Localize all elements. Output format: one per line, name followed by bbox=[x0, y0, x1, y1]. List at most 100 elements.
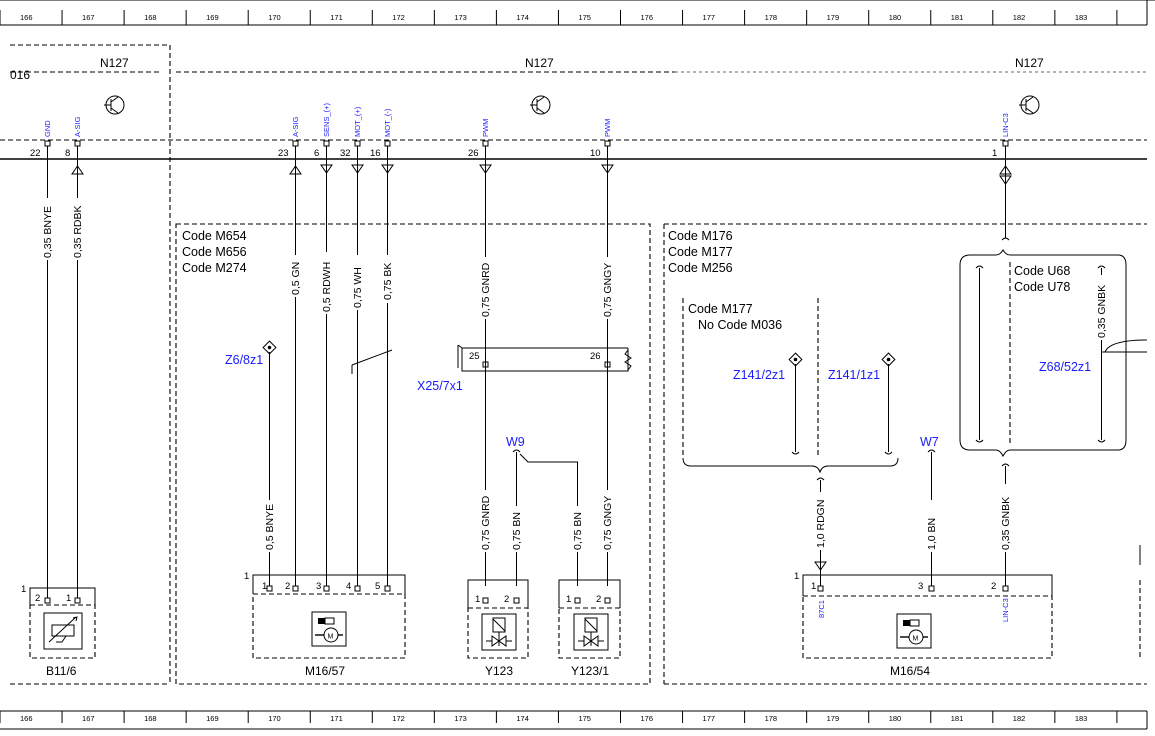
svg-text:0,75 BN: 0,75 BN bbox=[511, 512, 523, 550]
svg-text:LIN-C3: LIN-C3 bbox=[1001, 598, 1010, 622]
wire-gngy-lower: 0,75 GNGY bbox=[600, 490, 614, 552]
top-ruler-col-label: 174 bbox=[516, 13, 529, 22]
wire-bk: 0,75 BK bbox=[380, 146, 394, 586]
code-block-4: Code U68 Code U78 bbox=[959, 249, 1127, 458]
svg-text:0,35 RDBK: 0,35 RDBK bbox=[72, 205, 84, 258]
pin-26: 26 PWM bbox=[468, 119, 490, 159]
wire-z141-1 bbox=[881, 352, 896, 455]
wire-gngy-upper: 0,75 GNGY bbox=[600, 146, 614, 586]
top-ruler-col-label: 180 bbox=[889, 13, 902, 22]
bottom-ruler-col-label: 170 bbox=[268, 714, 281, 723]
top-ruler-col-label: 179 bbox=[827, 13, 840, 22]
svg-text:26: 26 bbox=[590, 351, 601, 362]
bottom-ruler-col-label: 176 bbox=[641, 714, 654, 723]
svg-text:Code M177: Code M177 bbox=[688, 302, 753, 316]
svg-text:M16/57: M16/57 bbox=[305, 664, 345, 678]
top-ruler-col-label: 170 bbox=[268, 13, 281, 22]
svg-text:M: M bbox=[328, 634, 334, 641]
pin-22: 22 GND bbox=[30, 120, 52, 159]
svg-text:0,75 GNGY: 0,75 GNGY bbox=[602, 263, 614, 317]
svg-text:25: 25 bbox=[469, 351, 480, 362]
svg-text:Code M256: Code M256 bbox=[668, 261, 733, 275]
svg-text:0,35 BNYE: 0,35 BNYE bbox=[42, 206, 54, 258]
svg-text:0,35 GNBK: 0,35 GNBK bbox=[1000, 497, 1012, 550]
svg-text:2: 2 bbox=[504, 594, 509, 605]
code-block-3: Code M177 No Code M036 bbox=[682, 298, 899, 474]
wire-inner-block4 bbox=[975, 265, 984, 443]
svg-text:0,35 GNBK: 0,35 GNBK bbox=[1096, 285, 1108, 338]
top-ruler-col-label: 171 bbox=[330, 13, 343, 22]
wire-gnrd-upper: 0,75 GNRD bbox=[478, 146, 492, 586]
ref-z68-52z1: Z68/52z1 bbox=[1039, 360, 1091, 374]
svg-text:2: 2 bbox=[596, 594, 601, 605]
bottom-ruler-col-label: 167 bbox=[82, 714, 95, 723]
top-ruler-col-label: 181 bbox=[951, 13, 964, 22]
svg-text:0,5 GN: 0,5 GN bbox=[290, 262, 302, 295]
top-ruler-col-label: 173 bbox=[454, 13, 467, 22]
pin-23: 23 A-SIG bbox=[278, 116, 300, 159]
svg-text:SENS_(+): SENS_(+) bbox=[322, 103, 331, 137]
svg-text:0,75 BK: 0,75 BK bbox=[382, 263, 394, 300]
motor-icon: M bbox=[896, 613, 932, 649]
svg-text:M16/54: M16/54 bbox=[890, 664, 930, 678]
svg-text:0,75 WH: 0,75 WH bbox=[352, 267, 364, 308]
svg-text:1: 1 bbox=[566, 594, 571, 605]
wire-wh: 0,75 WH bbox=[350, 146, 364, 586]
wire-gn: 0,5 GN bbox=[288, 146, 302, 586]
svg-text:0,5 RDWH: 0,5 RDWH bbox=[321, 262, 333, 312]
component-b11-6: 1 2 1 B11/6 bbox=[21, 584, 96, 678]
svg-text:M: M bbox=[913, 636, 919, 643]
svg-text:0,5 BNYE: 0,5 BNYE bbox=[264, 504, 276, 550]
component-m16-57: 1 1 2 3 4 5 M M16/57 bbox=[244, 571, 406, 678]
top-ruler-col-label: 176 bbox=[641, 13, 654, 22]
svg-text:23: 23 bbox=[278, 148, 289, 159]
wire-gnbk-z68: 0,35 GNBK bbox=[1094, 265, 1148, 443]
svg-text:1: 1 bbox=[794, 571, 799, 582]
wire-bn-y123: 0,75 BN bbox=[509, 449, 523, 586]
svg-text:22: 22 bbox=[30, 148, 41, 159]
bottom-ruler-col-label: 168 bbox=[144, 714, 157, 723]
bottom-ruler-col-label: 175 bbox=[578, 714, 591, 723]
svg-text:2: 2 bbox=[285, 581, 290, 592]
svg-text:3: 3 bbox=[918, 581, 923, 592]
svg-text:B11/6: B11/6 bbox=[46, 664, 77, 678]
svg-text:Code M656: Code M656 bbox=[182, 245, 247, 259]
left-ref-label: 016 bbox=[10, 68, 30, 82]
top-ruler-col-label: 182 bbox=[1013, 13, 1026, 22]
wire-gnrd-lower: 0,75 GNRD bbox=[478, 490, 492, 552]
svg-text:Y123: Y123 bbox=[485, 664, 513, 678]
svg-text:1: 1 bbox=[21, 584, 26, 595]
svg-text:2: 2 bbox=[991, 581, 996, 592]
svg-text:10: 10 bbox=[590, 148, 601, 159]
wire-bn-y1231: 0,75 BN bbox=[519, 453, 584, 586]
wire-gnbk-upper bbox=[999, 146, 1012, 241]
svg-text:0,75 GNRD: 0,75 GNRD bbox=[480, 495, 492, 550]
svg-text:5: 5 bbox=[375, 581, 380, 592]
svg-text:PWM: PWM bbox=[603, 119, 612, 137]
code-block-1: Code M654 Code M656 Code M274 bbox=[175, 223, 651, 685]
top-ruler-col-label: 172 bbox=[392, 13, 405, 22]
svg-text:2: 2 bbox=[35, 593, 40, 604]
motor-icon: M bbox=[311, 611, 347, 647]
wire-bnye-m1657: 0,5 BNYE bbox=[262, 340, 277, 586]
top-ruler-col-label: 178 bbox=[765, 13, 778, 22]
svg-text:Code M177: Code M177 bbox=[668, 245, 733, 259]
pin-8: 8 A-SIG bbox=[65, 116, 82, 159]
component-y123: 1 2 Y123 bbox=[467, 579, 529, 678]
top-ruler-col-label: 177 bbox=[703, 13, 716, 22]
svg-text:A-SIG: A-SIG bbox=[291, 116, 300, 137]
svg-text:MOT_(-): MOT_(-) bbox=[383, 108, 392, 137]
top-ruler-col-label: 168 bbox=[144, 13, 157, 22]
bottom-ruler-col-label: 183 bbox=[1075, 714, 1088, 723]
svg-text:32: 32 bbox=[340, 148, 351, 159]
svg-text:0,75 GNGY: 0,75 GNGY bbox=[602, 496, 614, 550]
bottom-ruler-col-label: 166 bbox=[20, 714, 33, 723]
transistor-icon bbox=[104, 95, 125, 115]
wire-bnye-b11: 0,35 BNYE bbox=[40, 146, 54, 598]
code-block-2: Code M176 Code M177 Code M256 bbox=[663, 223, 1147, 685]
svg-text:1: 1 bbox=[811, 581, 816, 592]
pin-1-lin: 1 LIN-C3 bbox=[992, 113, 1010, 159]
wire-gnbk-lower: 0,35 GNBK bbox=[998, 463, 1012, 586]
bottom-ruler-col-label: 172 bbox=[392, 714, 405, 723]
